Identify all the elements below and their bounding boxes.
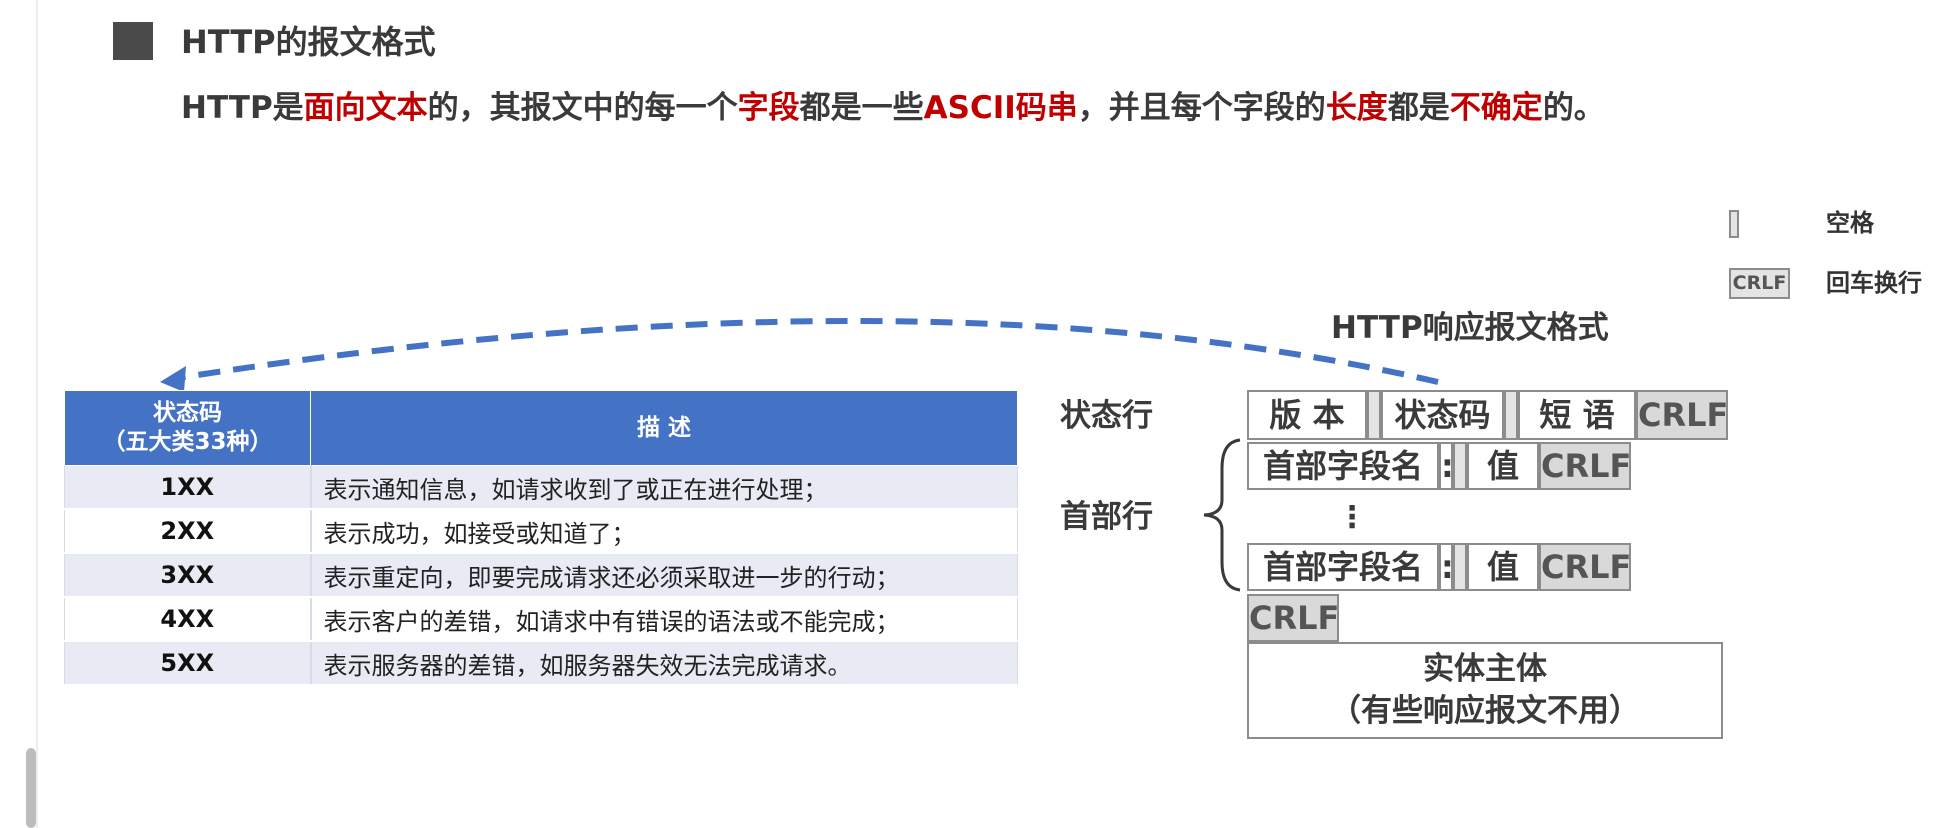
crlf-cell: CRLF (1539, 543, 1631, 591)
legend-space-label: 空格 (1826, 209, 1874, 237)
intro-text: HTTP是面向文本的，其报文中的每一个字段都是一些ASCII码串，并且每个字段的… (181, 90, 1605, 126)
header-name-cell: 首部字段名 (1247, 543, 1439, 591)
space-cell (1453, 442, 1467, 490)
diagram-title: HTTP响应报文格式 (1331, 310, 1609, 346)
page-title: HTTP的报文格式 (181, 23, 436, 61)
status-code-cell: 状态码 (1381, 390, 1504, 440)
status-code: 1XX (64, 465, 312, 510)
table-row: 3XX 表示重定向，即要完成请求还必须采取进一步的行动； (64, 553, 1018, 598)
space-cell (1504, 390, 1518, 440)
colon-cell: : (1439, 543, 1454, 591)
crlf-cell: CRLF (1539, 442, 1631, 490)
scrollbar-thumb[interactable] (26, 748, 36, 828)
phrase-cell: 短 语 (1518, 390, 1636, 440)
space-cell (1453, 543, 1467, 591)
legend-space-symbol (1729, 210, 1739, 238)
table-header-desc: 描 述 (310, 390, 1018, 466)
arrow-head (160, 366, 186, 392)
table-row: 4XX 表示客户的差错，如请求中有错误的语法或不能完成； (64, 597, 1018, 642)
header-name-cell: 首部字段名 (1247, 442, 1439, 490)
legend-crlf-label: 回车换行 (1826, 269, 1922, 297)
status-desc: 表示成功，如接受或知道了； (310, 509, 1018, 554)
curly-brace (1203, 438, 1241, 592)
status-code: 4XX (64, 597, 312, 642)
entity-body-box: 实体主体 （有些响应报文不用） (1247, 642, 1723, 739)
value-cell: 值 (1467, 543, 1539, 591)
table-row: 2XX 表示成功，如接受或知道了； (64, 509, 1018, 554)
status-desc: 表示通知信息，如请求收到了或正在进行处理； (310, 465, 1018, 510)
space-cell (1367, 390, 1381, 440)
crlf-cell: CRLF (1636, 390, 1728, 440)
table-row: 5XX 表示服务器的差错，如服务器失效无法完成请求。 (64, 641, 1018, 686)
status-code: 3XX (64, 553, 312, 598)
heading-bullet (113, 22, 153, 60)
status-desc: 表示服务器的差错，如服务器失效无法完成请求。 (310, 641, 1018, 686)
status-desc: 表示重定向，即要完成请求还必须采取进一步的行动； (310, 553, 1018, 598)
table-header-code: 状态码（五大类33种） (64, 390, 311, 466)
table-row: 1XX 表示通知信息，如请求收到了或正在进行处理； (64, 465, 1018, 510)
empty-line-crlf-cell: CRLF (1247, 594, 1339, 642)
colon-cell: : (1439, 442, 1454, 490)
status-code: 2XX (64, 509, 312, 554)
page-edge (36, 0, 38, 828)
arrow-curve (177, 318, 1439, 385)
status-desc: 表示客户的差错，如请求中有错误的语法或不能完成； (310, 597, 1018, 642)
status-code: 5XX (64, 641, 312, 686)
header-line-label: 首部行 (1060, 499, 1153, 535)
status-code-table: 状态码（五大类33种） 描 述 1XX 表示通知信息，如请求收到了或正在进行处理… (64, 390, 1018, 686)
ellipsis-dots: ⋮ (1337, 500, 1367, 535)
value-cell: 值 (1467, 442, 1539, 490)
entity-body-note: （有些响应报文不用） (1330, 693, 1640, 729)
legend-crlf-symbol: CRLF (1729, 268, 1790, 299)
status-line-label: 状态行 (1060, 398, 1153, 434)
entity-body-title: 实体主体 (1423, 651, 1547, 687)
version-cell: 版 本 (1247, 390, 1367, 440)
